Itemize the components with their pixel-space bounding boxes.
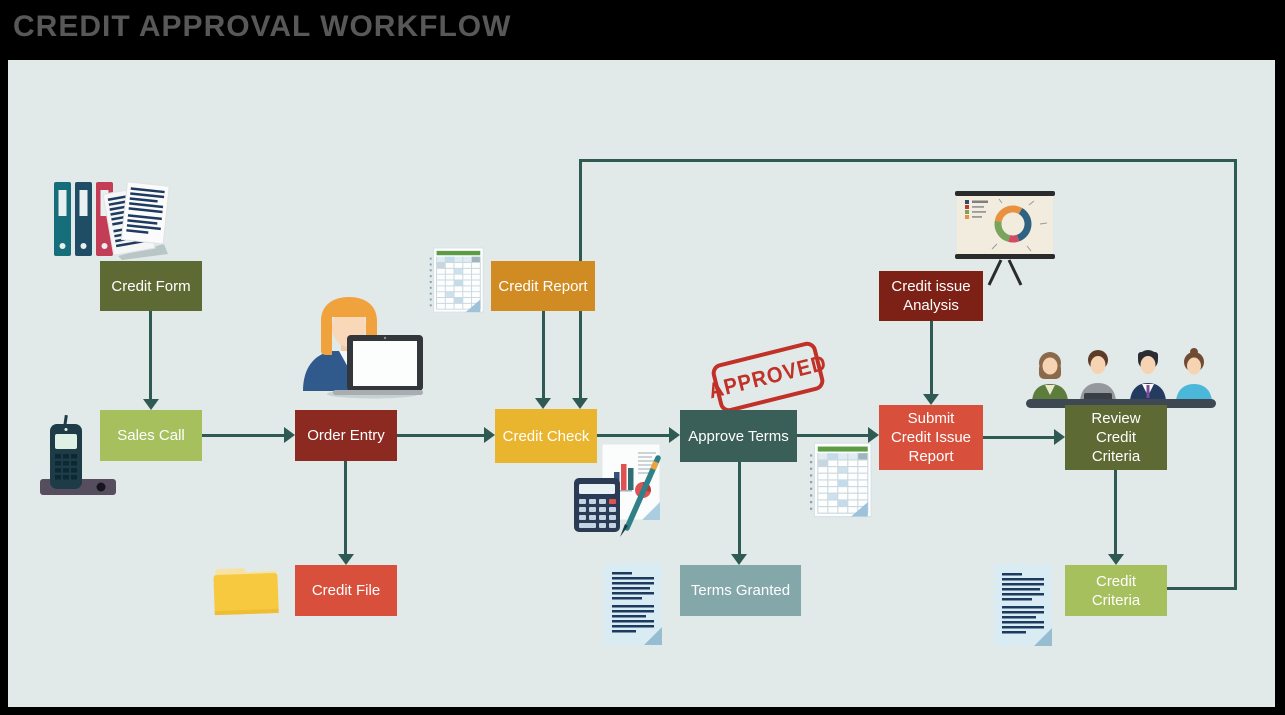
meeting-people-icon [1026, 348, 1216, 408]
connector-credit-report-to-credit-check [542, 311, 545, 398]
connector-feedback-segment-up [1234, 159, 1237, 589]
node-credit-check[interactable]: Credit Check [495, 409, 597, 463]
arrowhead-icon [572, 398, 588, 409]
connector-credit-form-to-sales-call [149, 311, 152, 399]
connector-order-entry-to-credit-file [344, 461, 347, 554]
node-credit-report[interactable]: Credit Report [491, 261, 595, 311]
connector-sales-call-to-order-entry [202, 434, 284, 437]
diagram-title: CREDIT APPROVAL WORKFLOW [13, 10, 512, 43]
document-icon [994, 563, 1054, 649]
arrowhead-icon [923, 394, 939, 405]
node-label: Credit Check [502, 427, 590, 445]
node-label-line: Credit [1095, 429, 1136, 446]
node-label: Credit Form [111, 277, 191, 295]
connector-credit-issue-analysis-to-submit [930, 321, 933, 394]
presentation-chart-icon [955, 191, 1055, 286]
node-label-line: Credit Issue [890, 429, 972, 446]
node-approve-terms[interactable]: Approve Terms [680, 410, 797, 462]
connector-feedback-segment-top [579, 159, 1237, 162]
node-label-line: Report [908, 448, 954, 465]
connector-feedback-segment-right [1167, 587, 1237, 590]
node-label: Order Entry [307, 427, 385, 444]
arrowhead-icon [731, 554, 747, 565]
arrowhead-icon [868, 427, 879, 443]
document-icon [604, 563, 664, 647]
arrowhead-icon [284, 427, 295, 443]
connector-approve-terms-to-terms-granted [738, 462, 741, 554]
connector-approve-terms-to-submit [797, 434, 869, 437]
arrowhead-icon [669, 427, 680, 443]
node-credit-file[interactable]: Credit File [295, 565, 397, 616]
node-credit-issue-analysis[interactable]: Credit issue Analysis [879, 271, 983, 321]
spreadsheet-icon [426, 246, 486, 316]
woman-at-laptop-icon [303, 297, 423, 399]
binders-documents-icon [54, 181, 170, 260]
node-order-entry[interactable]: Order Entry [295, 410, 397, 461]
arrowhead-icon [1108, 554, 1124, 565]
node-label-line: Credit issue [891, 278, 971, 295]
node-label: Credit Report [498, 277, 588, 295]
connector-credit-check-to-approve-terms [597, 434, 669, 437]
spreadsheet-icon [806, 441, 874, 521]
node-credit-form[interactable]: Credit Form [100, 261, 202, 311]
arrowhead-icon [1054, 429, 1065, 445]
node-label-line: Criteria [1091, 448, 1141, 465]
node-label: Credit File [311, 582, 381, 599]
connector-submit-to-review [983, 436, 1054, 439]
node-terms-granted[interactable]: Terms Granted [680, 565, 801, 616]
connector-order-entry-to-credit-check [397, 434, 484, 437]
node-sales-call[interactable]: Sales Call [100, 410, 202, 461]
node-label: Terms Granted [690, 582, 791, 599]
arrowhead-icon [535, 398, 551, 409]
node-label-line: Credit [1095, 572, 1136, 590]
node-credit-criteria[interactable]: Credit Criteria [1065, 565, 1167, 616]
folder-icon [213, 568, 279, 616]
telephone-icon [40, 415, 116, 495]
calculator-report-icon [574, 443, 661, 537]
node-label-line: Submit [907, 410, 955, 427]
node-label: Approve Terms [688, 427, 789, 445]
connector-review-to-credit-criteria [1114, 470, 1117, 554]
node-submit-credit-issue-report[interactable]: Submit Credit Issue Report [879, 405, 983, 470]
node-label-line: Criteria [1091, 591, 1141, 609]
arrowhead-icon [338, 554, 354, 565]
arrowhead-icon [143, 399, 159, 410]
node-label-line: Review [1091, 410, 1141, 427]
node-label: Sales Call [117, 427, 185, 444]
node-label-line: Analysis [903, 297, 959, 314]
arrowhead-icon [484, 427, 495, 443]
node-review-credit-criteria[interactable]: Review Credit Criteria [1065, 405, 1167, 470]
